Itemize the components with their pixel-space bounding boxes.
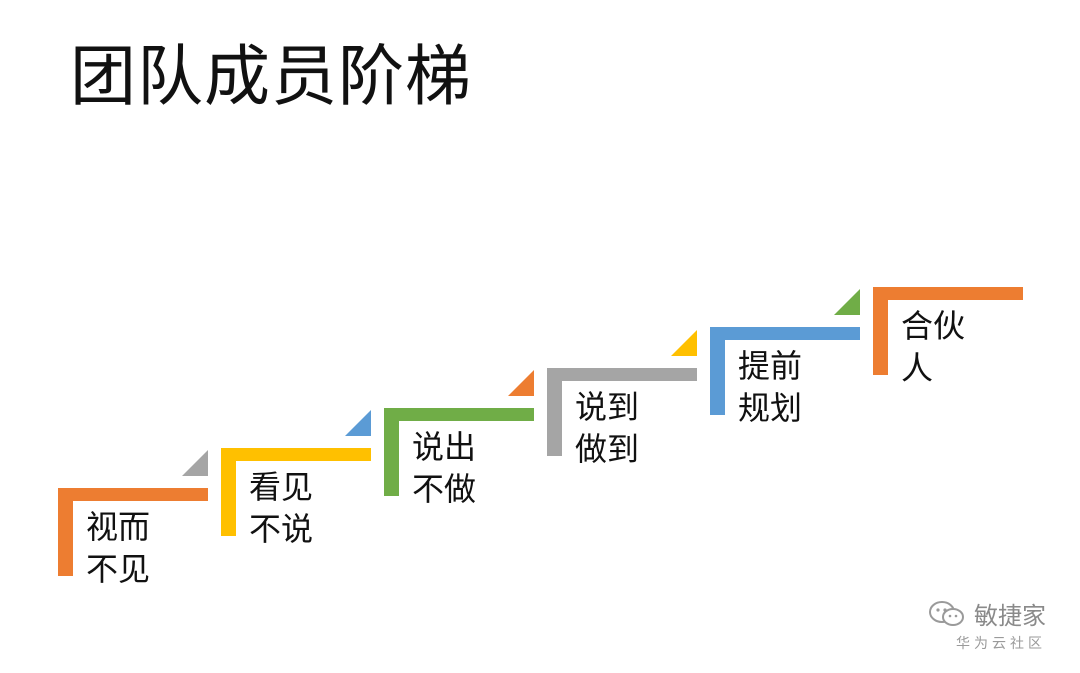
step-3-label-line1: 说出 bbox=[412, 428, 477, 466]
step-6-side-bar bbox=[873, 287, 888, 375]
step-3-triangle bbox=[508, 370, 534, 396]
page-title: 团队成员阶梯 bbox=[70, 38, 472, 115]
step-1-side-bar bbox=[58, 488, 73, 576]
step-4-triangle bbox=[671, 330, 697, 356]
wechat-icon bbox=[929, 600, 964, 626]
step-2-side-bar bbox=[221, 448, 236, 536]
step-1: 视而 不见 bbox=[58, 450, 248, 590]
step-2: 看见 不说 bbox=[221, 410, 411, 550]
watermark-name: 敏捷家 bbox=[974, 602, 1046, 630]
step-5-label-line2: 规划 bbox=[738, 389, 803, 427]
step-5-triangle bbox=[834, 289, 860, 315]
step-3-label-line2: 不做 bbox=[412, 470, 477, 508]
step-1-label-line1: 视而 bbox=[86, 508, 151, 546]
watermark: 敏捷家 华为云社区 bbox=[928, 596, 1046, 653]
step-4-label: 说到 做到 bbox=[575, 386, 639, 470]
step-4-label-line2: 做到 bbox=[575, 430, 640, 468]
step-6: 合伙 人 bbox=[873, 287, 1063, 387]
step-3-top-bar bbox=[384, 408, 534, 421]
step-4-top-bar bbox=[547, 368, 697, 381]
step-1-label-line2: 不见 bbox=[86, 550, 151, 588]
watermark-subtitle: 华为云社区 bbox=[956, 636, 1046, 652]
step-2-label-line1: 看见 bbox=[249, 468, 314, 506]
step-5-top-bar bbox=[710, 327, 860, 340]
step-2-triangle bbox=[345, 410, 371, 436]
step-1-label: 视而 不见 bbox=[86, 506, 150, 590]
step-2-top-bar bbox=[221, 448, 371, 461]
step-2-label: 看见 不说 bbox=[249, 466, 313, 550]
step-2-label-line2: 不说 bbox=[249, 510, 314, 548]
step-3-side-bar bbox=[384, 408, 399, 496]
step-6-label-line1: 合伙 bbox=[901, 307, 966, 345]
step-3-label: 说出 不做 bbox=[412, 426, 476, 510]
step-1-triangle bbox=[182, 450, 208, 476]
step-5-side-bar bbox=[710, 327, 725, 415]
step-4: 说到 做到 bbox=[547, 330, 737, 470]
step-5: 提前 规划 bbox=[710, 289, 900, 429]
step-6-label: 合伙 人 bbox=[901, 305, 965, 389]
step-4-label-line1: 说到 bbox=[575, 388, 640, 426]
step-1-top-bar bbox=[58, 488, 208, 501]
step-5-label: 提前 规划 bbox=[738, 345, 802, 429]
step-4-side-bar bbox=[547, 368, 562, 456]
step-5-label-line1: 提前 bbox=[738, 347, 803, 385]
step-6-label-line2: 人 bbox=[901, 349, 934, 387]
step-3: 说出 不做 bbox=[384, 370, 574, 510]
step-6-top-bar bbox=[873, 287, 1023, 300]
